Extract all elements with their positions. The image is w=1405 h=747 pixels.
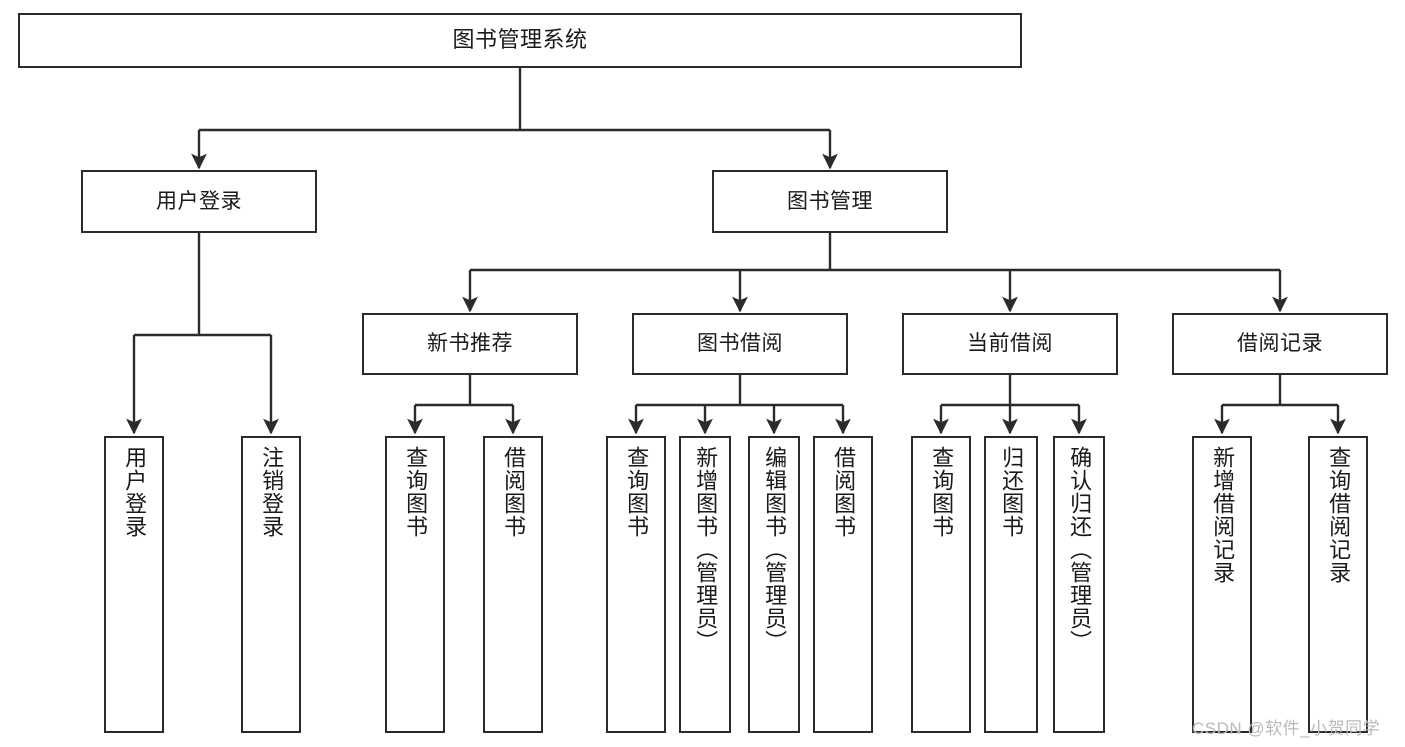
- node-leaf-query-book-borrow[interactable]: 查询图书: [606, 436, 666, 733]
- node-label: 用户登录: [122, 446, 148, 538]
- node-leaf-add-borrow-record[interactable]: 新增借阅记录: [1192, 436, 1252, 733]
- node-label: 借阅图书: [831, 446, 857, 538]
- node-leaf-return-book[interactable]: 归还图书: [984, 436, 1038, 733]
- node-leaf-confirm-return-admin[interactable]: 确认归还（管理员）: [1053, 436, 1105, 733]
- node-leaf-user-login[interactable]: 用户登录: [104, 436, 164, 733]
- node-label: 图书管理系统: [452, 27, 588, 53]
- node-label: 注销登录: [259, 446, 285, 538]
- node-current-borrow[interactable]: 当前借阅: [902, 313, 1118, 375]
- node-label: 新书推荐: [427, 332, 513, 356]
- node-leaf-query-book-current[interactable]: 查询图书: [911, 436, 971, 733]
- node-new-book-recommend[interactable]: 新书推荐: [362, 313, 578, 375]
- node-leaf-query-book-recommend[interactable]: 查询图书: [385, 436, 445, 733]
- node-root-book-management-system[interactable]: 图书管理系统: [18, 13, 1022, 68]
- node-label: 新增图书（管理员）: [693, 446, 719, 653]
- node-label: 确认归还（管理员）: [1067, 446, 1093, 653]
- node-label: 借阅记录: [1237, 332, 1323, 356]
- node-label: 图书管理: [787, 189, 873, 213]
- node-label: 查询图书: [403, 446, 429, 538]
- node-label: 归还图书: [999, 446, 1025, 538]
- node-label: 新增借阅记录: [1210, 446, 1236, 584]
- node-user-login[interactable]: 用户登录: [81, 170, 317, 233]
- node-label: 用户登录: [156, 189, 242, 213]
- node-leaf-logout[interactable]: 注销登录: [241, 436, 301, 733]
- csdn-watermark: CSDN @软件_小贺同学: [1192, 719, 1381, 738]
- node-book-management[interactable]: 图书管理: [712, 170, 948, 233]
- node-leaf-borrow-book-recommend[interactable]: 借阅图书: [483, 436, 543, 733]
- node-label: 查询图书: [624, 446, 650, 538]
- node-borrow-record[interactable]: 借阅记录: [1172, 313, 1388, 375]
- node-leaf-query-borrow-record[interactable]: 查询借阅记录: [1308, 436, 1368, 733]
- node-label: 当前借阅: [967, 332, 1053, 356]
- node-label: 查询借阅记录: [1326, 446, 1352, 584]
- node-leaf-add-book-admin[interactable]: 新增图书（管理员）: [679, 436, 731, 733]
- node-leaf-borrow-book[interactable]: 借阅图书: [813, 436, 873, 733]
- node-label: 借阅图书: [501, 446, 527, 538]
- node-book-borrow[interactable]: 图书借阅: [632, 313, 848, 375]
- node-leaf-edit-book-admin[interactable]: 编辑图书（管理员）: [748, 436, 800, 733]
- node-label: 编辑图书（管理员）: [762, 446, 788, 653]
- node-label: 图书借阅: [697, 332, 783, 356]
- node-label: 查询图书: [929, 446, 955, 538]
